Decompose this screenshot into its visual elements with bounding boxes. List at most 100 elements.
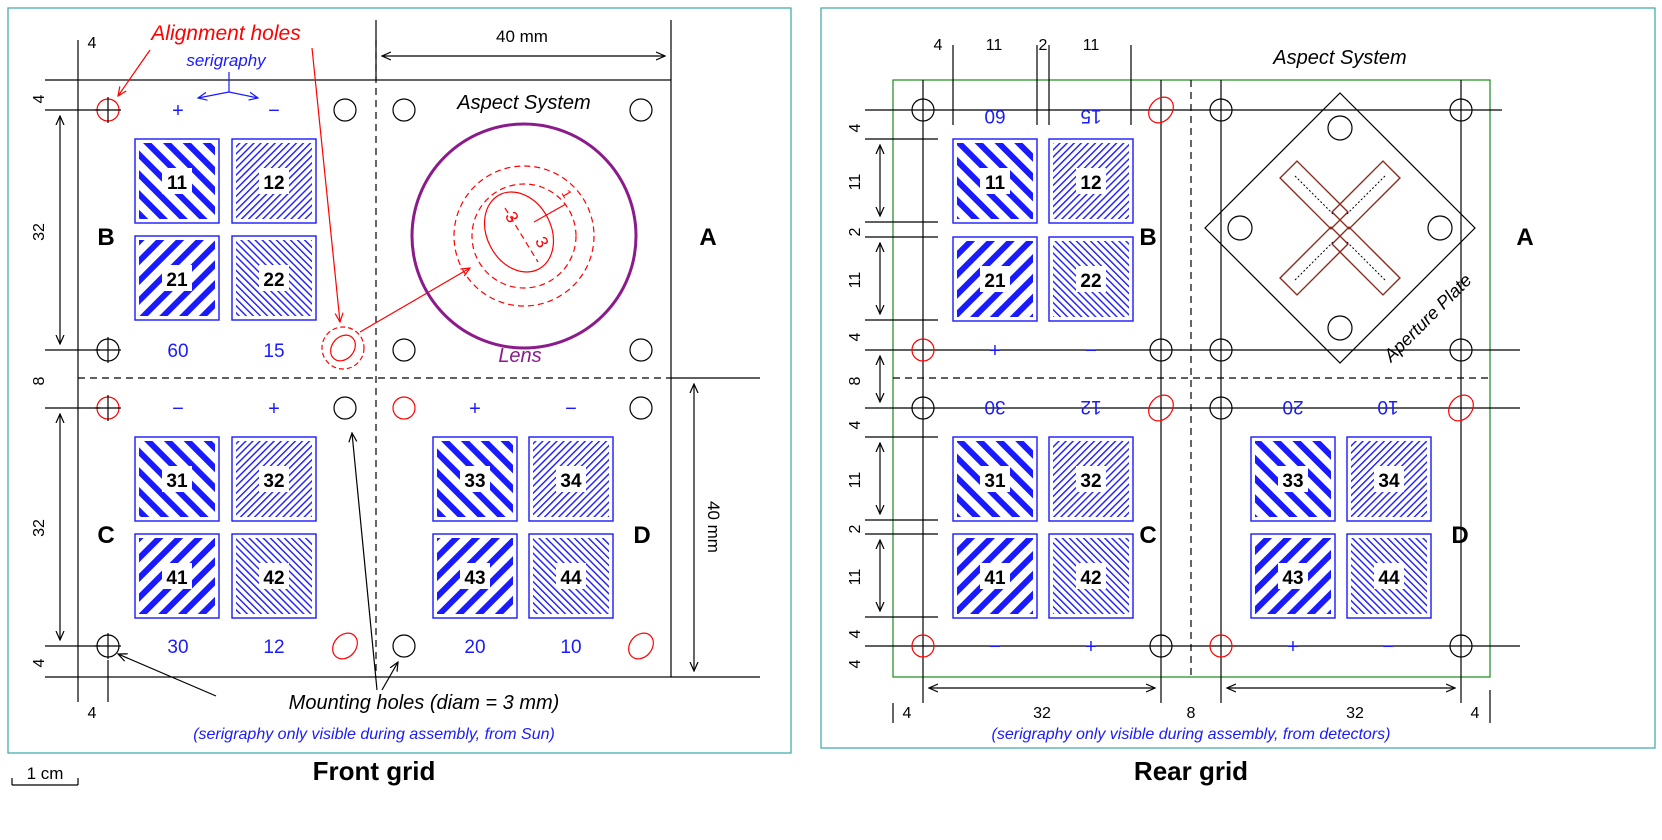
front-dim-40mm-right: 40 mm <box>704 501 723 553</box>
front-alignment-holes <box>95 97 654 660</box>
svg-text:43: 43 <box>464 568 485 589</box>
rear-c-minus: − <box>989 636 1001 658</box>
front-alignment-holes-label: Alignment holes <box>149 22 301 45</box>
svg-text:11: 11 <box>985 173 1006 194</box>
front-grid-title: Front grid <box>313 756 436 786</box>
front-b-15: 15 <box>263 341 284 362</box>
rear-grid-42: 42 <box>1048 533 1134 619</box>
svg-text:42: 42 <box>1080 568 1101 589</box>
front-grid-34: 34 <box>528 436 614 522</box>
front-d-10: 10 <box>560 637 581 658</box>
rear-dim-top-2: 2 <box>1039 37 1048 54</box>
svg-text:41: 41 <box>984 568 1006 589</box>
front-dim-32-left-top: 32 <box>31 223 48 241</box>
rear-grid-41: 41 <box>952 533 1038 619</box>
rear-grid-32: 32 <box>1048 436 1134 522</box>
front-grid-33: 33 <box>432 436 518 522</box>
rear-dim-bottom-32a: 32 <box>1033 705 1051 722</box>
svg-text:32: 32 <box>263 471 284 492</box>
front-lens-circle <box>410 122 638 350</box>
rear-alignment-holes <box>911 96 1474 658</box>
front-lens-dim-3b: 3 <box>531 233 552 251</box>
rear-dim-top-4: 4 <box>934 37 943 54</box>
rear-c-30: 30 <box>984 396 1005 417</box>
rear-dim-top-11a: 11 <box>986 37 1003 54</box>
rear-c-plus: + <box>1085 636 1097 658</box>
svg-text:22: 22 <box>1080 271 1101 292</box>
rear-grid-panel: 4 11 2 11 4 11 2 11 4 8 4 11 2 11 4 4 4 … <box>820 7 1656 786</box>
rear-grid-title: Rear grid <box>1134 756 1248 786</box>
svg-text:11: 11 <box>167 173 188 194</box>
front-aspect-system-label: Aspect System <box>456 92 590 114</box>
rear-aperture-plate-holes <box>1227 115 1453 341</box>
rear-grid-21: 21 <box>952 236 1038 322</box>
front-grid-panel: 40 mm 4 4 32 8 32 4 4 40 mm Alignment ho… <box>7 7 792 786</box>
front-d-plus: + <box>469 398 481 420</box>
front-dim-8-left: 8 <box>31 376 48 385</box>
rear-grid-44: 44 <box>1346 533 1432 619</box>
front-dim-4-left-top: 4 <box>31 94 48 103</box>
rear-dim-bottom-4a: 4 <box>903 705 912 722</box>
front-dim-40mm-top: 40 mm <box>496 27 548 46</box>
rear-serigraphy-note: (serigraphy only visible during assembly… <box>992 726 1391 743</box>
rear-quadrant-c: C <box>1139 522 1156 549</box>
front-lens-dim-1: 1 <box>559 187 576 201</box>
front-c-30: 30 <box>167 637 188 658</box>
front-dim-4-bottom: 4 <box>88 705 97 722</box>
front-grid-31: 31 <box>134 436 220 522</box>
rear-dim-left-4b: 4 <box>847 332 864 341</box>
rear-dim-left-4a: 4 <box>847 123 864 132</box>
rear-b-60: 60 <box>984 105 1005 126</box>
rear-left-dim-lines <box>865 109 1520 647</box>
rear-grid-31: 31 <box>952 436 1038 522</box>
rear-grid-33: 33 <box>1250 436 1336 522</box>
svg-text:21: 21 <box>984 271 1006 292</box>
rear-grid-22: 22 <box>1048 236 1134 322</box>
rear-d-20: 20 <box>1282 396 1303 417</box>
front-grid-43: 43 <box>432 533 518 619</box>
svg-text:12: 12 <box>1080 173 1101 194</box>
scale-bar-label: 1 cm <box>27 764 64 783</box>
front-panel-border <box>7 7 792 754</box>
rear-dim-left-2a: 2 <box>847 227 864 236</box>
svg-text:32: 32 <box>1080 471 1101 492</box>
rear-dim-left-2b: 2 <box>847 524 864 533</box>
rear-d-plus: + <box>1287 636 1299 658</box>
rear-aperture-plate <box>1204 92 1476 364</box>
svg-text:34: 34 <box>1378 471 1400 492</box>
front-c-12: 12 <box>263 637 284 658</box>
front-dim-4-top: 4 <box>88 35 97 52</box>
front-quadrant-a: A <box>699 224 716 251</box>
front-grid-44: 44 <box>528 533 614 619</box>
front-mounting-holes-label: Mounting holes (diam = 3 mm) <box>289 692 560 714</box>
front-serigraphy-label: serigraphy <box>186 51 267 70</box>
front-b-plus: + <box>172 100 184 122</box>
svg-text:34: 34 <box>560 471 582 492</box>
front-lens-dim-3a: 3 <box>501 208 522 226</box>
front-grid-21: 21 <box>134 235 220 321</box>
rear-dim-left-11b: 11 <box>847 272 864 289</box>
front-d-20: 20 <box>464 637 485 658</box>
front-c-plus: + <box>268 398 280 420</box>
front-grid-12: 12 <box>231 138 317 224</box>
rear-dim-top-11b: 11 <box>1083 37 1100 54</box>
rear-dim-left-11c: 11 <box>847 472 864 489</box>
rear-grid-12: 12 <box>1048 138 1134 224</box>
rear-b-plus: + <box>989 340 1001 362</box>
svg-text:42: 42 <box>263 568 284 589</box>
rear-panel-border <box>820 7 1656 749</box>
rear-dim-bottom-8: 8 <box>1187 705 1196 722</box>
rear-quadrant-a: A <box>1516 224 1533 251</box>
front-d-minus: − <box>565 398 577 420</box>
front-serigraphy-note: (serigraphy only visible during assembly… <box>193 726 555 743</box>
rear-mounting-holes <box>911 98 1473 658</box>
front-b-minus: − <box>268 100 280 122</box>
rear-dim-bottom-4b: 4 <box>1471 705 1480 722</box>
front-grid-42: 42 <box>231 533 317 619</box>
svg-text:44: 44 <box>560 568 582 589</box>
svg-text:31: 31 <box>984 471 1006 492</box>
front-c-minus: − <box>172 398 184 420</box>
rear-dim-left-11a: 11 <box>847 174 864 191</box>
rear-aperture-slots <box>1279 160 1401 296</box>
